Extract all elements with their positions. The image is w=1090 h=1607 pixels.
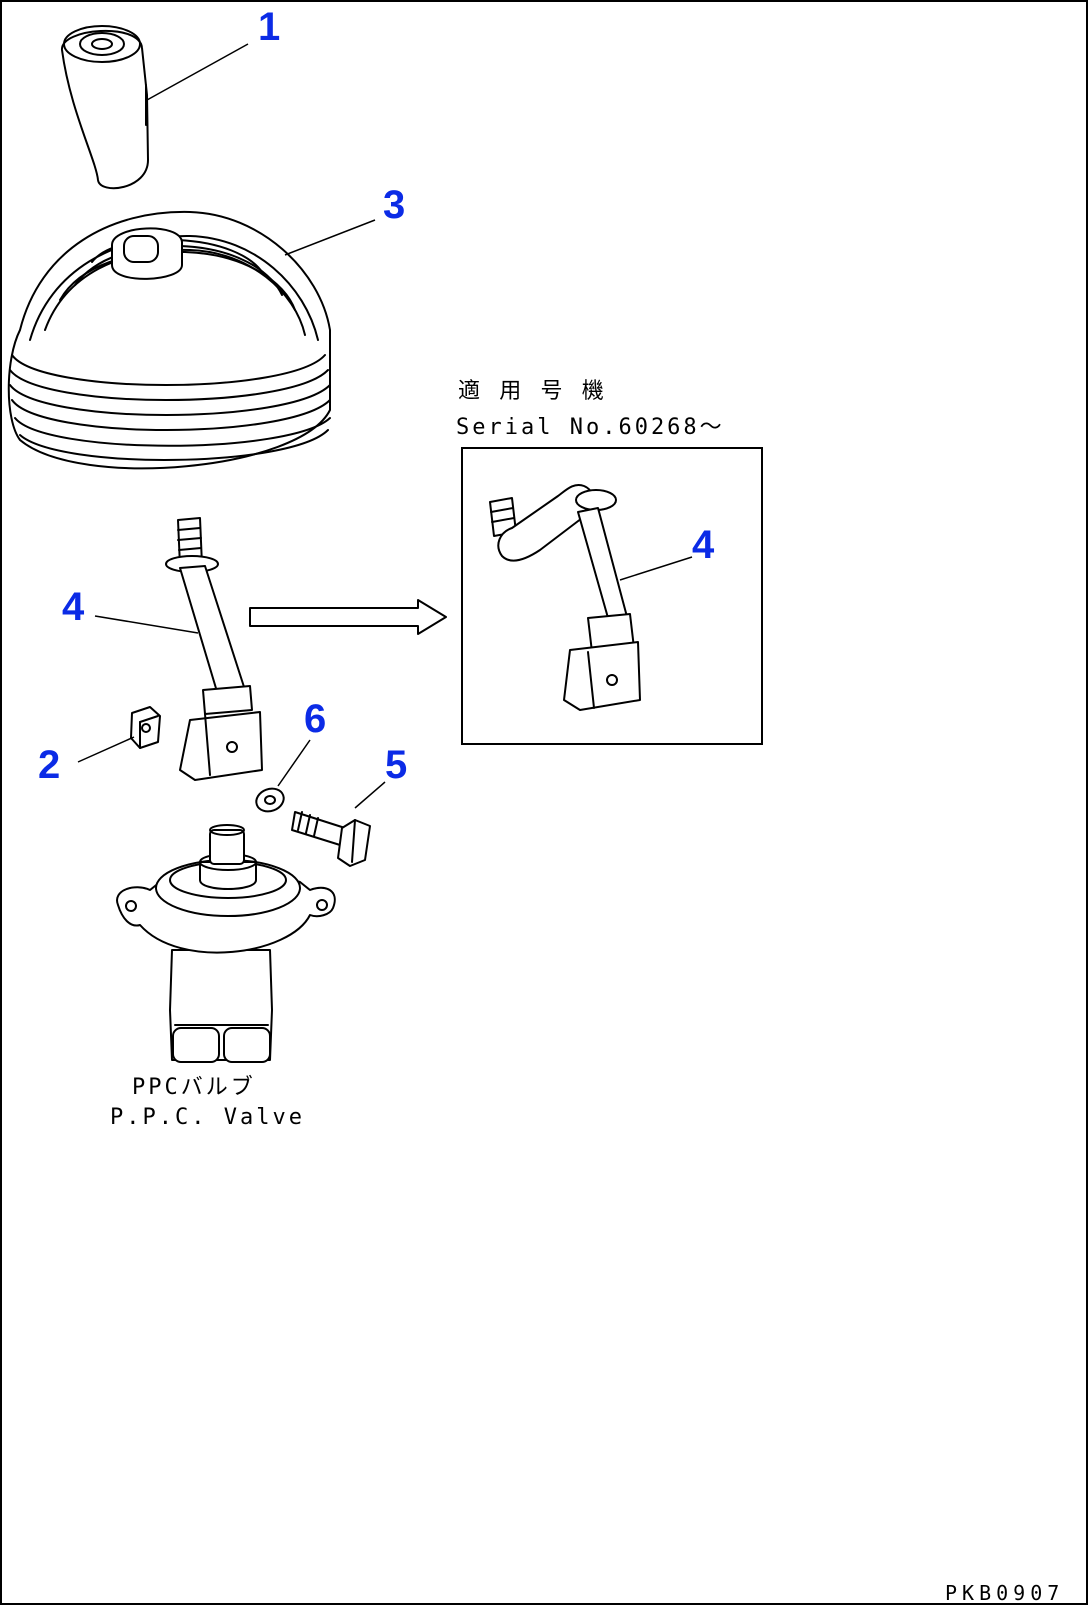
inset-lever-part	[489, 484, 641, 711]
leader-4-main	[94, 615, 199, 634]
valve-label-jp: PPCバルブ	[132, 1075, 256, 1100]
callout-2: 2	[38, 743, 60, 787]
inset-title-jp: 適 用 号 機	[458, 379, 607, 404]
callout-5: 5	[385, 743, 407, 787]
leader-5	[354, 781, 386, 809]
ppc-valve-part	[116, 824, 336, 1063]
callout-4-inset: 4	[692, 523, 715, 567]
callout-3: 3	[383, 183, 405, 227]
leader-1	[146, 43, 249, 101]
nut-part	[130, 706, 161, 749]
washer-part	[255, 787, 285, 813]
leader-2	[77, 736, 135, 763]
inset-frame	[461, 447, 763, 745]
boot-part	[7, 210, 331, 470]
lever-part	[165, 517, 263, 781]
bolt-part	[291, 811, 371, 867]
arrow-to-inset	[249, 599, 447, 635]
leader-3	[284, 219, 376, 256]
inset-title-en: Serial No.60268～	[456, 415, 725, 440]
callout-1: 1	[258, 5, 280, 49]
callout-6: 6	[304, 697, 326, 741]
leader-4-inset	[619, 556, 693, 581]
valve-label-en: P.P.C. Valve	[110, 1105, 305, 1130]
leader-6	[277, 739, 311, 787]
callout-4-main: 4	[62, 585, 85, 629]
knob-part	[60, 25, 149, 190]
drawing-code: PKB0907	[945, 1581, 1064, 1605]
